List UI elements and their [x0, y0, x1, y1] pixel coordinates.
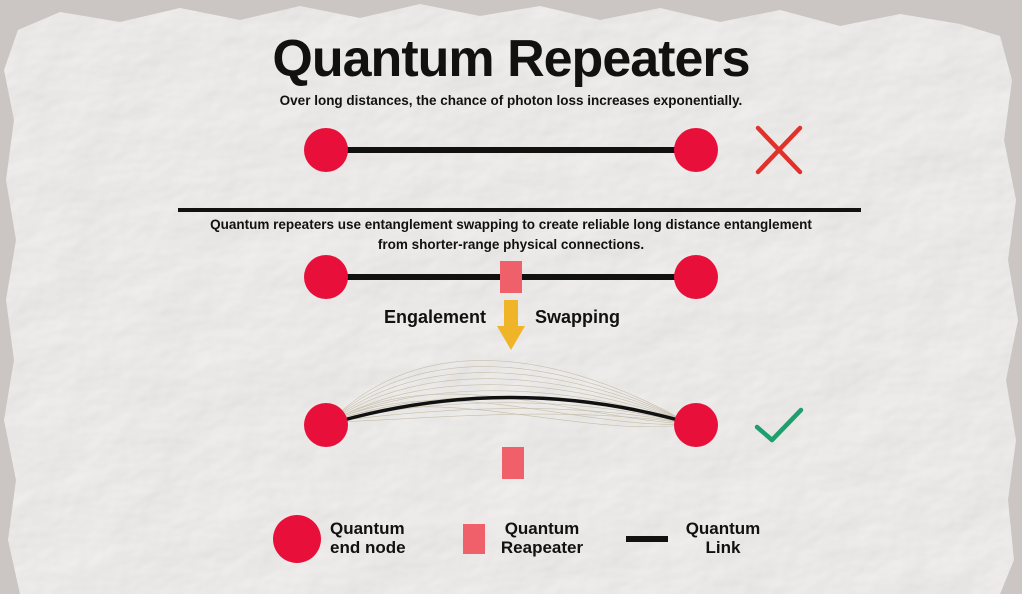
page-title: Quantum Repeaters — [272, 30, 750, 88]
legend-end-node-line-1: Quantum — [330, 519, 405, 538]
description-line-1: Quantum repeaters use entanglement swapp… — [210, 217, 812, 232]
legend-repeater-line-2: Reapeater — [500, 538, 584, 557]
end-node-left-entangled — [304, 403, 348, 447]
quantum-repeater-inline — [500, 261, 522, 293]
end-node-right-direct — [674, 128, 718, 172]
swap-label-left: Engalement — [383, 307, 486, 327]
description: Quantum repeaters use entanglement swapp… — [0, 215, 1022, 255]
x-mark-icon — [755, 125, 803, 175]
legend-repeater-line-1: Quantum — [504, 519, 580, 538]
legend-repeater-label: Quantum Reapeater — [492, 519, 592, 557]
quantum-repeater-detached — [502, 447, 524, 479]
end-node-right-entangled — [674, 403, 718, 447]
checkmark-icon — [754, 407, 804, 443]
swap-label-right: Swapping — [535, 307, 620, 327]
description-line-2: from shorter-range physical connections. — [377, 237, 645, 252]
legend-link-label: Quantum Link — [673, 519, 773, 557]
end-node-left-direct — [304, 128, 348, 172]
entangled-quantum-link — [325, 395, 697, 427]
legend-link-line-1: Quantum — [685, 519, 761, 538]
legend-end-node-line-2: end node — [330, 538, 406, 557]
legend-repeater-icon — [463, 524, 485, 554]
subtitle: Over long distances, the chance of photo… — [279, 93, 743, 108]
arrow-down-icon — [497, 300, 525, 350]
legend-end-node-icon — [273, 515, 321, 563]
paper-shade — [4, 4, 1018, 594]
torn-paper-sheet — [4, 4, 1018, 594]
legend-end-node-label: Quantum end node — [330, 519, 406, 557]
legend-link-line-2: Link — [705, 538, 741, 557]
end-node-left-repeater — [304, 255, 348, 299]
end-node-right-repeater — [674, 255, 718, 299]
